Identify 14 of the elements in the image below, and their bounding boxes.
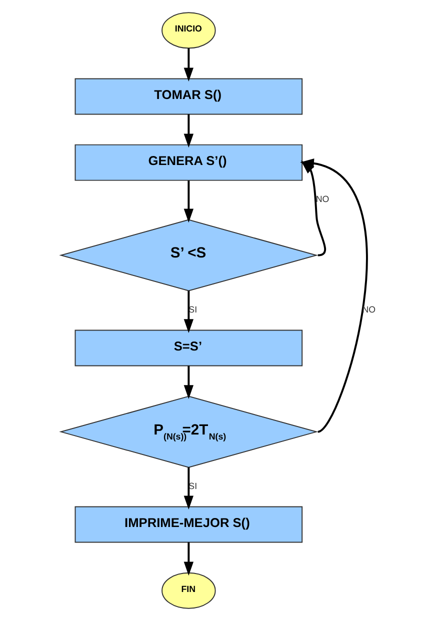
- arrow: [183, 48, 194, 82]
- node-ellipse: INICIO: [161, 12, 216, 49]
- node-box: IMPRIME-MEJOR S(): [74, 506, 302, 543]
- node-diamond: S’ <S: [58, 219, 318, 292]
- node-ellipse: FIN: [161, 572, 216, 609]
- node-box: GENERA S’(): [74, 144, 302, 181]
- arrow: [183, 542, 194, 576]
- node-box: TOMAR S(): [74, 78, 302, 115]
- edge-label: NO: [315, 194, 329, 204]
- arrow: [183, 114, 194, 148]
- node-diamond: P$_{(N(s))}$=2T$_{N(s)}$: [58, 396, 318, 468]
- arrow: [183, 366, 194, 399]
- arrow: [183, 180, 194, 223]
- node-box: S=S’: [74, 330, 302, 366]
